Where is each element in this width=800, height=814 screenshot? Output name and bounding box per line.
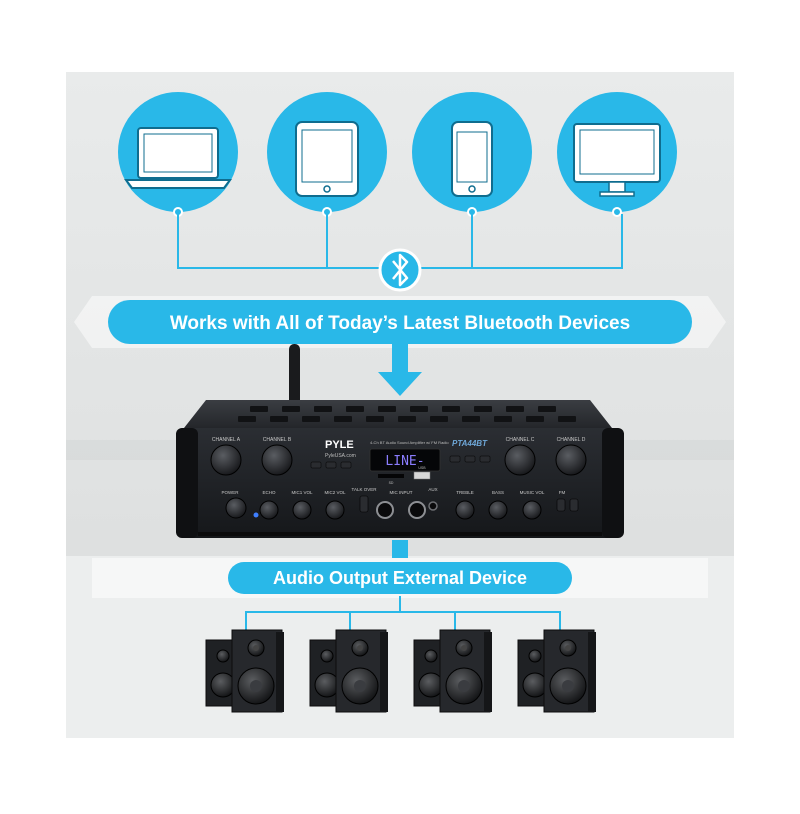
- mic1-jack: [376, 501, 394, 519]
- lcd-display-text: LINE-: [385, 454, 424, 469]
- banner-bottom-text: Audio Output External Device: [273, 568, 527, 588]
- label-mic2-vol: MIC2 VOL: [324, 490, 346, 495]
- usb-label: USB: [418, 466, 426, 470]
- label-treble: TREBLE: [456, 490, 474, 495]
- down-arrow-small: [392, 540, 408, 558]
- banner-top: Works with All of Today’s Latest Bluetoo…: [74, 296, 726, 348]
- label-fm: FM: [559, 490, 566, 495]
- brand-logo: PYLE: [325, 439, 354, 451]
- sd-label: SD: [389, 481, 394, 485]
- speaker-icon: [517, 629, 596, 713]
- speaker-icon: [205, 629, 284, 713]
- speaker-icon: [413, 629, 492, 713]
- label-bass: BASS: [492, 490, 504, 495]
- aux-jack: [428, 501, 438, 511]
- bluetooth-icon: [378, 248, 422, 292]
- sd-slot: [378, 474, 404, 478]
- device-circle-tablet: [267, 92, 387, 217]
- channel-d-knob: [555, 444, 587, 476]
- channel-b-knob: [261, 444, 293, 476]
- laptop-icon: [124, 127, 232, 189]
- echo-knob: [259, 500, 279, 520]
- device-circle-smartphone: [412, 92, 532, 217]
- device-circle-desktop: [557, 92, 677, 217]
- power-knob: [225, 497, 247, 519]
- label-power: POWER: [221, 490, 239, 495]
- down-arrow-icon: [378, 344, 422, 396]
- mic2-jack: [408, 501, 426, 519]
- label-talk-over: TALK OVER: [352, 487, 378, 492]
- label-mic-input: MIC INPUT: [390, 490, 413, 495]
- fm-button: [556, 498, 566, 512]
- label-echo: ECHO: [262, 490, 276, 495]
- label-channel-a: CHANNEL A: [212, 437, 241, 443]
- mode-button: [569, 498, 579, 512]
- smartphone-icon: [451, 121, 493, 197]
- talk-over-switch: [359, 495, 369, 513]
- desktop-monitor-icon: [573, 123, 661, 197]
- label-channel-b: CHANNEL B: [263, 437, 292, 443]
- mic1-vol-knob: [292, 500, 312, 520]
- label-music-vol: MUSIC VOL: [520, 490, 545, 495]
- model-number: PTA44BT: [452, 439, 488, 448]
- usb-port: [413, 471, 431, 480]
- speaker-connector-lines: [245, 596, 561, 630]
- mic2-vol-knob: [325, 500, 345, 520]
- bass-knob: [488, 500, 508, 520]
- amplifier: CHANNEL A CHANNEL B CHANNEL C CHANNEL D …: [176, 400, 624, 538]
- device-circle-laptop: [118, 92, 238, 217]
- treble-knob: [455, 500, 475, 520]
- music-vol-knob: [522, 500, 542, 520]
- label-channel-c: CHANNEL C: [506, 437, 535, 443]
- label-channel-d: CHANNEL D: [557, 437, 586, 443]
- label-mic1-vol: MIC1 VOL: [291, 490, 313, 495]
- label-aux: AUX: [428, 487, 437, 492]
- power-led: [253, 512, 259, 518]
- speaker-icon: [309, 629, 388, 713]
- channel-c-knob: [504, 444, 536, 476]
- banner-bottom: Audio Output External Device: [92, 558, 708, 598]
- amp-description: 4-Ch BT Audio Sound Amplifier w/ FM Radi…: [370, 440, 449, 445]
- tablet-icon: [295, 121, 359, 197]
- banner-top-text: Works with All of Today’s Latest Bluetoo…: [170, 313, 630, 334]
- channel-a-knob: [210, 444, 242, 476]
- lcd-display: [369, 448, 441, 472]
- brand-website: PyleUSA.com: [325, 453, 356, 459]
